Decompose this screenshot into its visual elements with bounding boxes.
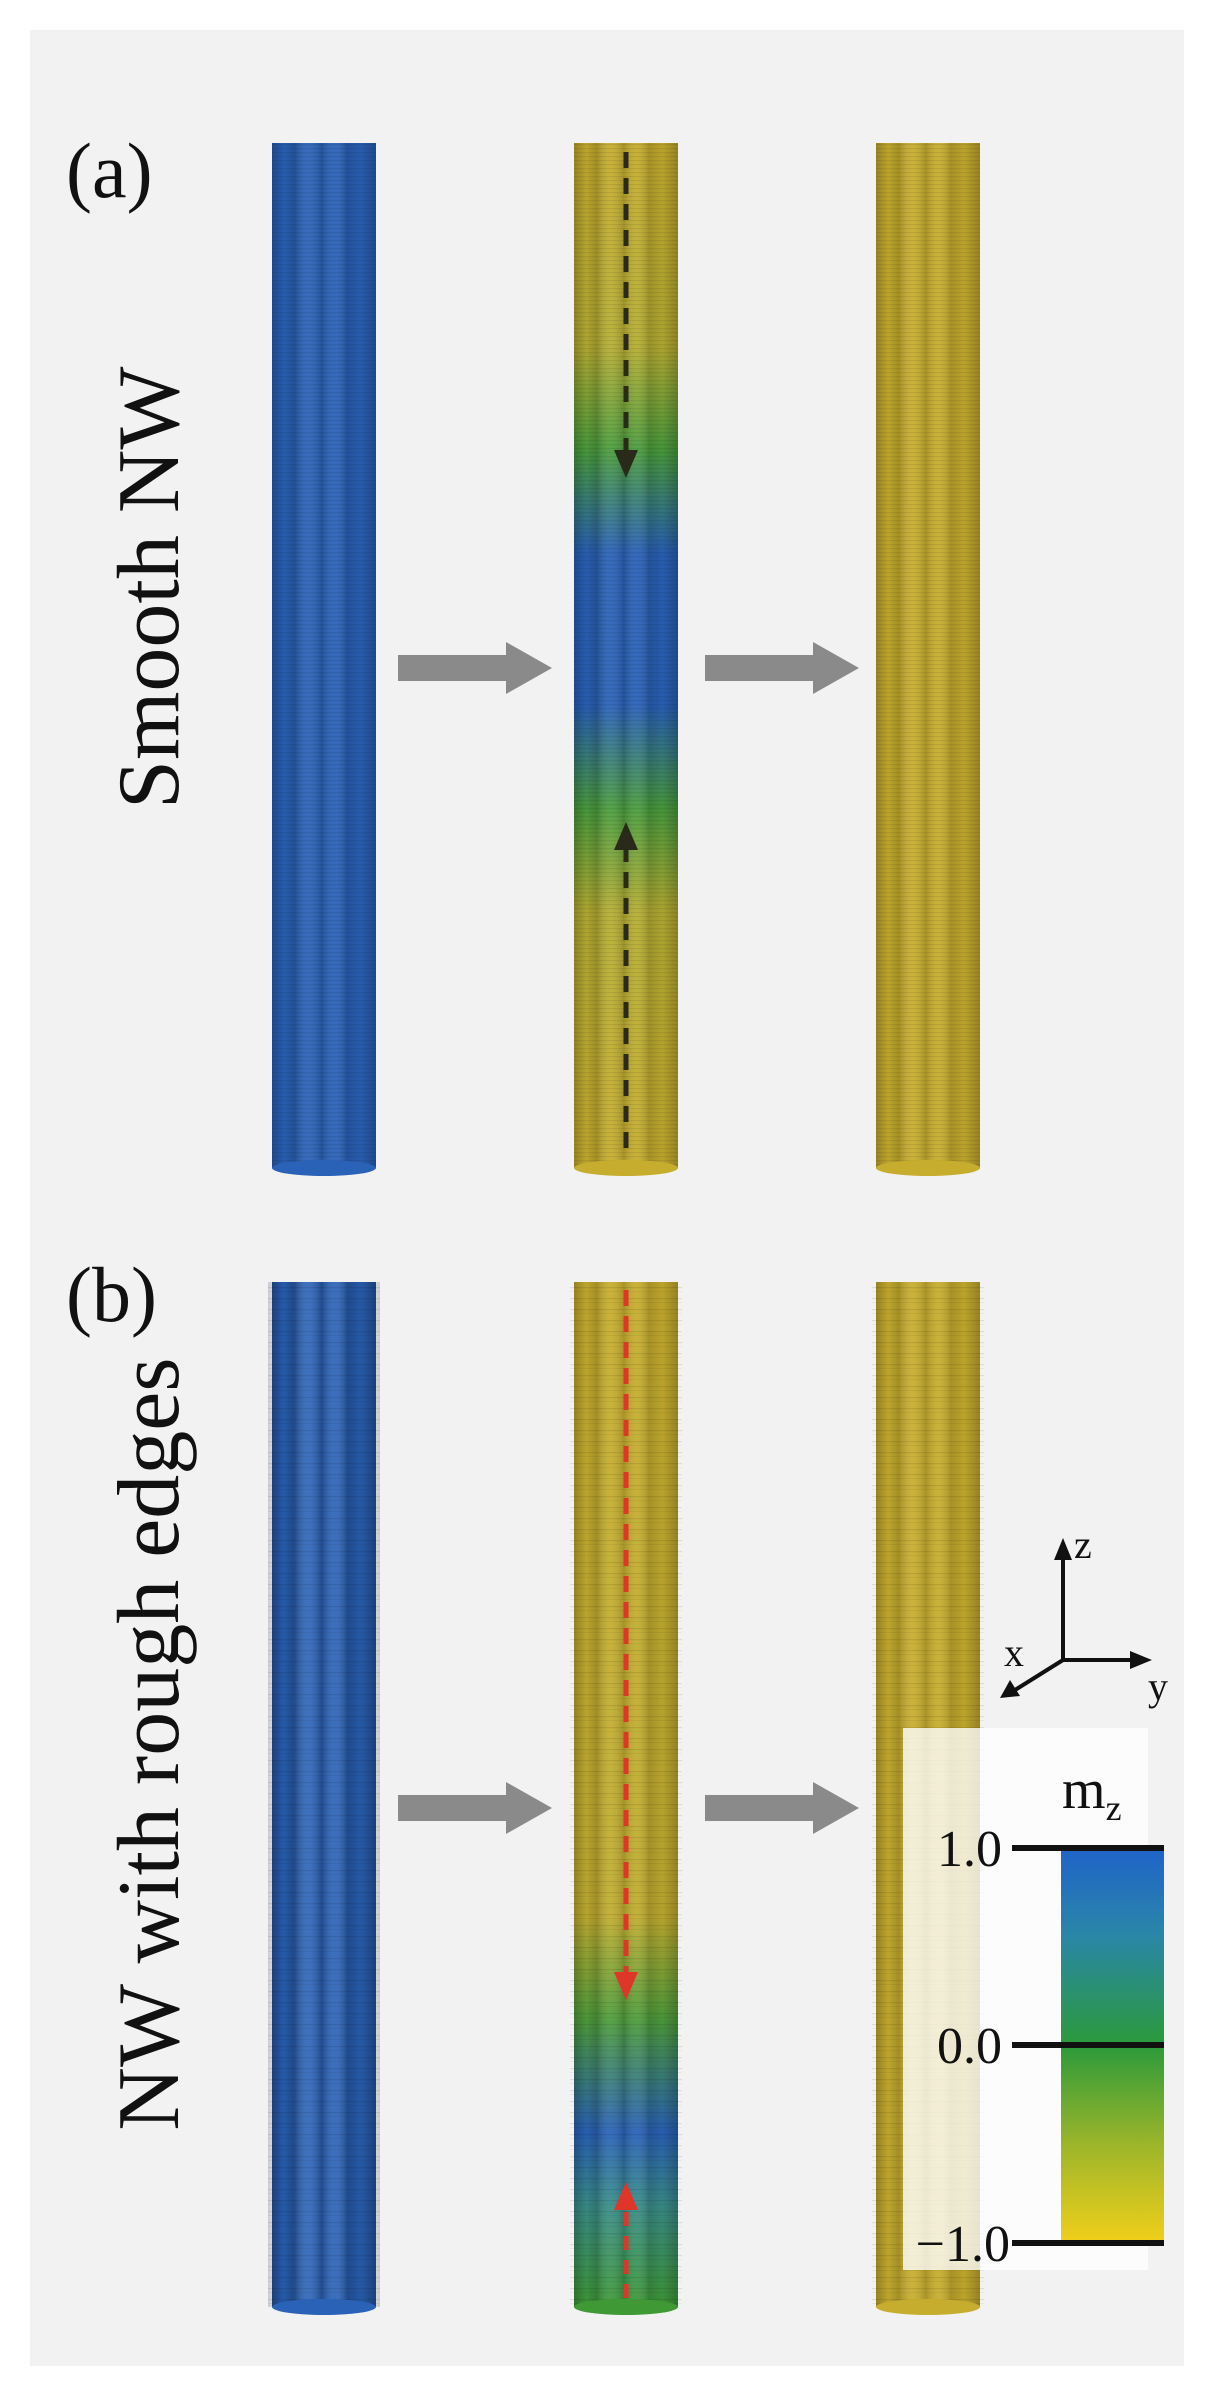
panel-label-a: (a) [66,127,153,214]
panel-label-b: (b) [66,1251,157,1338]
transition-arrow-a2 [705,642,859,694]
axis-label-y: y [1148,1664,1168,1709]
nanowire-a-initial [272,143,376,1176]
axis-label-z: z [1074,1522,1092,1567]
colorbar-tick-1: 1.0 [937,1821,1002,1878]
colorbar-title: mz [1062,1759,1122,1828]
nanowire-a-switching [574,143,678,1176]
axis-label-x: x [1004,1630,1024,1675]
colorbar-tick-0: 0.0 [937,2018,1002,2075]
axes-triad [1000,1538,1152,1698]
colorbar-legend [903,1728,1164,2270]
nanowire-b-initial [268,1282,380,2315]
domain-wall-arrows-b [614,1290,638,2298]
domain-wall-arrows-a [614,152,638,1148]
transition-arrow-b2 [705,1782,859,1834]
transition-arrow-a1 [398,642,552,694]
transition-arrow-b1 [398,1782,552,1834]
nanowire-a-final [876,143,980,1176]
colorbar-tick-neg1: −1.0 [916,2216,1010,2273]
